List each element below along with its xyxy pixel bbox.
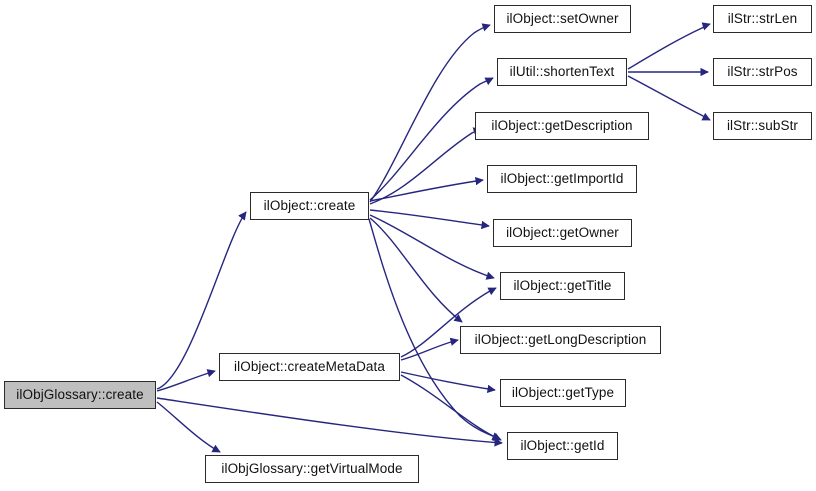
call-edge-n1-to-n10 bbox=[369, 217, 463, 323]
graph-node-label: ilObject::create bbox=[263, 198, 356, 214]
graph-node-ilobjglossary-getvirtualmode[interactable]: ilObjGlossary::getVirtualMode bbox=[205, 455, 419, 483]
call-edge-n5-to-n13 bbox=[627, 22, 711, 70]
graph-node-label: ilObject::getDescription bbox=[491, 118, 633, 134]
graph-node-ilobject-create[interactable]: ilObject::create bbox=[250, 192, 369, 220]
graph-node-label: ilObject::setOwner bbox=[506, 11, 619, 27]
call-edge-n1-to-n8 bbox=[369, 209, 490, 230]
graph-node-label: ilUtil::shortenText bbox=[509, 64, 615, 80]
graph-node-ilobject-gettitle[interactable]: ilObject::getTitle bbox=[500, 272, 625, 300]
graph-node-ilobject-getimportid[interactable]: ilObject::getImportId bbox=[487, 165, 637, 193]
graph-node-label: ilObjGlossary::getVirtualMode bbox=[221, 461, 403, 477]
call-edge-n1-to-n7 bbox=[369, 176, 484, 202]
graph-node-ilobject-getowner[interactable]: ilObject::getOwner bbox=[493, 219, 632, 247]
graph-node-ilstr-strlen[interactable]: ilStr::strLen bbox=[713, 5, 812, 33]
graph-node-label: ilObject::getId bbox=[520, 438, 605, 454]
graph-node-ilobjglossary-create[interactable]: ilObjGlossary::create bbox=[4, 381, 156, 409]
call-edge-n2-to-n11 bbox=[400, 371, 496, 394]
graph-node-ilobject-getdescription[interactable]: ilObject::getDescription bbox=[475, 112, 649, 140]
call-edge-n2-to-n10 bbox=[400, 337, 459, 361]
call-edge-n0-to-n3 bbox=[156, 401, 221, 453]
graph-node-label: ilStr::subStr bbox=[726, 118, 799, 134]
call-edge-n0-to-n2 bbox=[156, 369, 216, 392]
graph-node-ilobject-createmetadata[interactable]: ilObject::createMetaData bbox=[219, 353, 400, 381]
graph-node-label: ilObject::getOwner bbox=[506, 225, 619, 241]
call-edge-n1-to-n4 bbox=[369, 23, 491, 203]
call-edge-n1-to-n9 bbox=[369, 214, 495, 280]
graph-node-ilobject-getlongdescription[interactable]: ilObject::getLongDescription bbox=[460, 326, 661, 354]
graph-node-label: ilObject::getImportId bbox=[500, 171, 624, 187]
graph-node-label: ilObject::getLongDescription bbox=[474, 332, 647, 348]
graph-node-label: ilObject::getTitle bbox=[513, 278, 612, 294]
call-edge-n2-to-n12 bbox=[400, 374, 502, 441]
graph-node-label: ilObject::createMetaData bbox=[234, 359, 385, 375]
graph-node-label: ilStr::strPos bbox=[727, 64, 798, 80]
graph-node-ilstr-strpos[interactable]: ilStr::strPos bbox=[713, 58, 812, 86]
graph-node-ilutil-shortentext[interactable]: ilUtil::shortenText bbox=[497, 58, 627, 86]
call-edge-n0-to-n12 bbox=[156, 397, 503, 447]
graph-node-label: ilObjGlossary::create bbox=[16, 387, 144, 403]
call-edge-n1-to-n6 bbox=[369, 127, 482, 205]
graph-node-ilobject-setowner[interactable]: ilObject::setOwner bbox=[494, 5, 631, 33]
graph-node-label: ilStr::strLen bbox=[727, 11, 798, 27]
graph-node-ilobject-getid[interactable]: ilObject::getId bbox=[507, 432, 618, 460]
graph-node-label: ilObject::getType bbox=[511, 385, 615, 401]
graph-node-ilstr-substr[interactable]: ilStr::subStr bbox=[713, 112, 812, 140]
graph-node-ilobject-gettype[interactable]: ilObject::getType bbox=[500, 379, 626, 407]
